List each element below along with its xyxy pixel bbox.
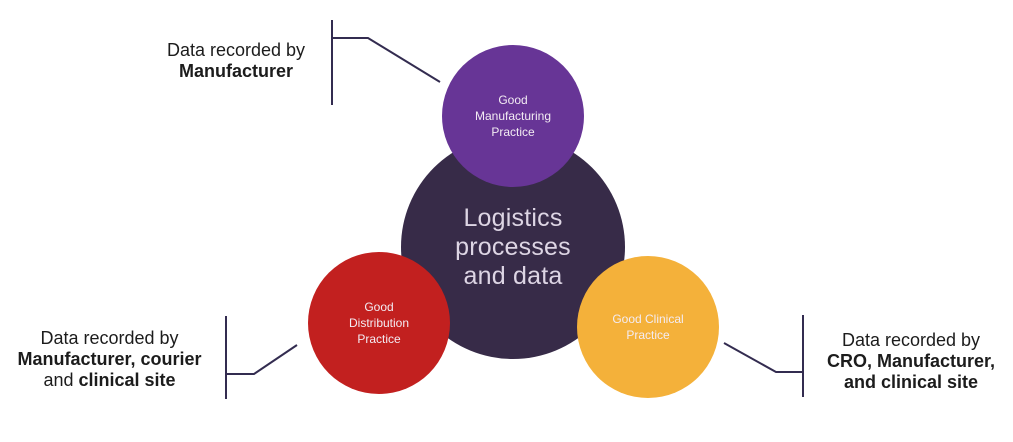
gmp-connector-arm: [332, 37, 441, 83]
gdp-circle: Good Distribution Practice: [308, 252, 450, 394]
gcp-connector-arm: [723, 342, 803, 373]
annotation-gdp-line3-regular: and: [43, 370, 79, 390]
annotation-gdp-line2: Manufacturer, courier: [17, 349, 202, 369]
gcp-connector-line: [723, 315, 804, 397]
annotation-gdp: Data recorded by Manufacturer, courier a…: [0, 328, 219, 391]
annotation-gmp-line2: Manufacturer: [178, 61, 294, 81]
annotation-gcp-line3: and clinical site: [843, 372, 979, 392]
center-circle-label: Logistics processes and data: [455, 203, 571, 290]
annotation-gdp-line3-bold: clinical site: [78, 370, 176, 390]
annotation-gmp-line1: Data recorded by: [166, 40, 306, 60]
annotation-gdp-line1: Data recorded by: [40, 328, 179, 348]
gcp-circle-label: Good Clinical Practice: [612, 312, 684, 342]
gcp-circle: Good Clinical Practice: [577, 256, 719, 398]
gmp-circle-label: Good Manufacturing Practice: [474, 93, 552, 139]
gdp-connector-line: [225, 316, 298, 399]
annotation-gmp: Data recorded by Manufacturer: [126, 40, 346, 82]
gmp-circle: Good Manufacturing Practice: [442, 45, 584, 187]
gdp-circle-label: Good Distribution Practice: [348, 300, 410, 346]
annotation-gcp-line1: Data recorded by: [841, 330, 981, 350]
annotation-gdp-line3: and clinical site: [0, 370, 219, 391]
gmp-connector-line: [331, 20, 441, 105]
gdp-connector-arm: [226, 344, 298, 375]
annotation-gcp: Data recorded by CRO, Manufacturer, and …: [800, 330, 1013, 393]
annotation-gcp-line2: CRO, Manufacturer,: [826, 351, 996, 371]
